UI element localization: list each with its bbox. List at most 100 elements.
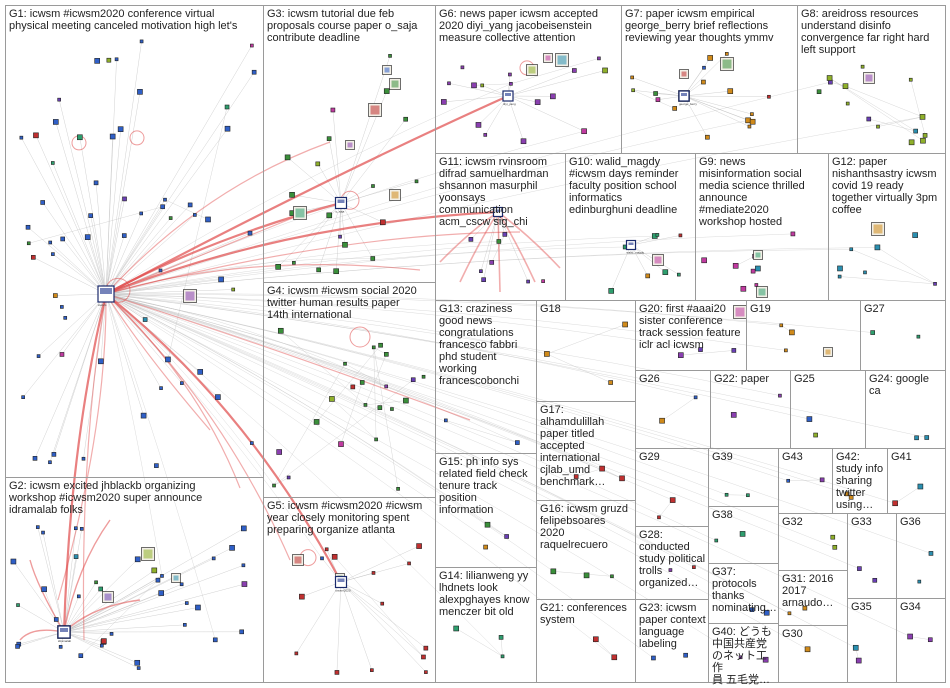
node-g1[interactable] — [94, 58, 100, 64]
node-g27[interactable] — [916, 334, 921, 339]
node-g33[interactable] — [872, 577, 878, 583]
node-g6[interactable] — [460, 65, 465, 70]
node-g1[interactable] — [193, 213, 197, 217]
node-g9[interactable] — [740, 285, 747, 292]
node-g17[interactable] — [599, 465, 605, 472]
node-g9[interactable] — [701, 257, 707, 264]
node-g4[interactable] — [338, 441, 344, 447]
node-g18[interactable] — [622, 321, 628, 328]
node-g9[interactable] — [754, 283, 759, 287]
node-g3[interactable] — [315, 161, 321, 167]
node-g18[interactable] — [608, 380, 613, 385]
node-g1[interactable] — [88, 213, 93, 218]
node-g6[interactable] — [550, 93, 556, 100]
node-g5[interactable] — [299, 593, 305, 600]
node-g1[interactable] — [180, 381, 184, 385]
node-g5[interactable] — [370, 668, 374, 672]
node-g1[interactable] — [84, 234, 91, 240]
node-g5[interactable] — [334, 670, 340, 675]
node-g7[interactable] — [702, 65, 706, 70]
node-g7[interactable] — [747, 124, 752, 129]
node-g1[interactable] — [224, 125, 231, 132]
node-g1[interactable] — [33, 132, 39, 139]
node-g7[interactable] — [767, 94, 771, 99]
node-g13[interactable] — [444, 418, 448, 423]
node-g7[interactable] — [653, 91, 658, 96]
node-g2[interactable] — [195, 604, 201, 611]
node-g5[interactable] — [421, 654, 426, 660]
node-g25[interactable] — [813, 432, 818, 438]
node-g1[interactable] — [247, 230, 253, 236]
node-g1[interactable] — [93, 180, 99, 186]
node-g41[interactable] — [917, 483, 924, 490]
node-g1[interactable] — [160, 204, 165, 210]
node-g3[interactable] — [330, 107, 336, 113]
node-g12[interactable] — [933, 282, 937, 286]
node-g1[interactable] — [187, 202, 193, 208]
node-g2[interactable] — [16, 603, 20, 607]
node-g5[interactable] — [331, 554, 338, 560]
node-g10[interactable] — [678, 233, 683, 238]
node-g1[interactable] — [159, 386, 163, 390]
node-g19[interactable] — [779, 323, 784, 328]
node-g2[interactable] — [41, 586, 47, 593]
node-g29[interactable] — [657, 515, 661, 520]
node-g2[interactable] — [109, 632, 114, 636]
node-g4[interactable] — [363, 403, 368, 407]
node-g1[interactable] — [218, 276, 224, 283]
node-g4[interactable] — [378, 342, 383, 348]
node-g11[interactable] — [541, 279, 545, 283]
node-g4[interactable] — [313, 419, 320, 425]
node-g4[interactable] — [403, 397, 409, 404]
node-g4[interactable] — [286, 475, 291, 480]
node-g31[interactable] — [802, 605, 808, 611]
node-g1[interactable] — [81, 456, 86, 461]
node-g6[interactable] — [440, 99, 447, 105]
node-g8[interactable] — [913, 128, 918, 134]
node-g32[interactable] — [832, 544, 838, 550]
node-g3[interactable] — [333, 268, 339, 275]
node-g4[interactable] — [390, 407, 394, 411]
node-g1[interactable] — [25, 224, 31, 230]
node-g1[interactable] — [154, 463, 159, 468]
node-g5[interactable] — [324, 547, 329, 552]
node-g9[interactable] — [790, 231, 796, 237]
node-g1[interactable] — [205, 216, 211, 223]
node-g1[interactable] — [51, 252, 55, 256]
node-g5[interactable] — [407, 561, 411, 566]
node-g28[interactable] — [692, 565, 696, 569]
node-g8[interactable] — [908, 139, 915, 146]
node-g20[interactable] — [731, 348, 737, 353]
node-g3[interactable] — [326, 212, 333, 219]
node-g37[interactable] — [763, 609, 770, 616]
node-g40[interactable] — [762, 656, 769, 663]
node-g7[interactable] — [749, 118, 756, 125]
node-g3[interactable] — [284, 154, 291, 161]
node-g6[interactable] — [597, 56, 601, 61]
node-g7[interactable] — [701, 79, 706, 85]
node-g6[interactable] — [508, 72, 512, 77]
node-g3[interactable] — [403, 116, 408, 122]
node-g19[interactable] — [784, 348, 788, 353]
node-g39[interactable] — [724, 492, 729, 497]
node-g10[interactable] — [645, 273, 651, 279]
node-g19[interactable] — [789, 329, 795, 336]
node-g8[interactable] — [845, 101, 850, 106]
node-g1[interactable] — [224, 104, 230, 110]
node-g4[interactable] — [384, 352, 389, 357]
node-g1[interactable] — [26, 241, 31, 246]
node-g30[interactable] — [804, 646, 811, 653]
node-g2[interactable] — [212, 637, 218, 643]
node-g42[interactable] — [844, 491, 850, 497]
node-g21[interactable] — [611, 654, 618, 661]
node-g34[interactable] — [927, 637, 933, 643]
node-g3[interactable] — [292, 261, 296, 265]
node-g41[interactable] — [892, 500, 898, 507]
node-g1[interactable] — [139, 39, 144, 44]
node-g26[interactable] — [659, 417, 665, 424]
node-g1[interactable] — [163, 197, 167, 202]
node-g11[interactable] — [496, 239, 502, 244]
node-g11[interactable] — [489, 260, 495, 265]
node-g4[interactable] — [343, 361, 347, 366]
node-g17[interactable] — [573, 474, 579, 479]
